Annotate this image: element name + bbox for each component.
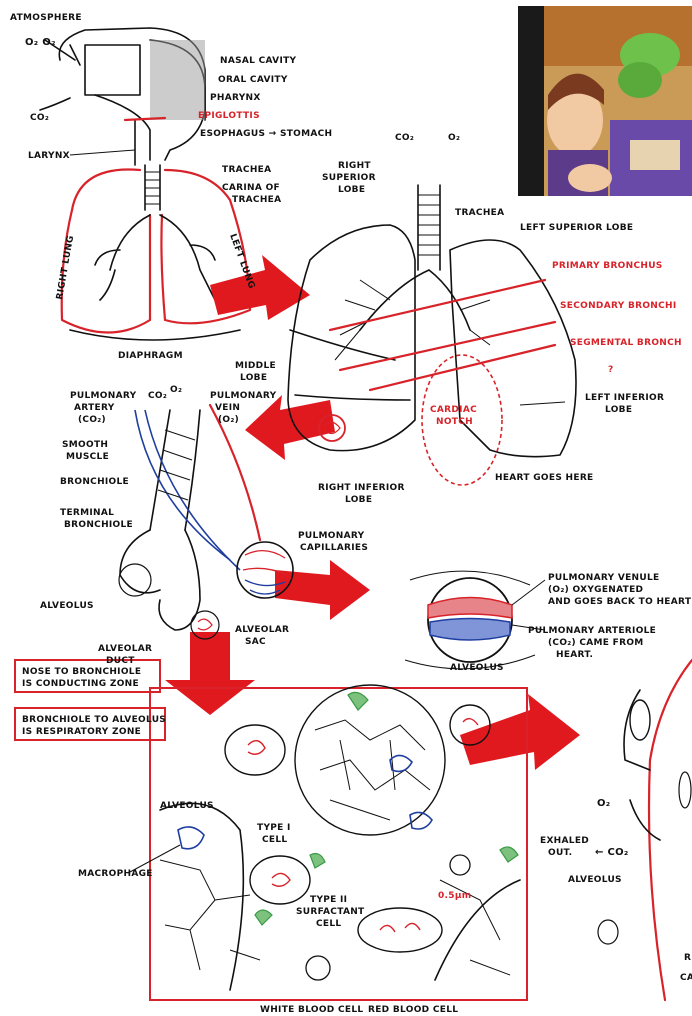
label-left-inferior-1: LEFT INFERIOR [585, 393, 664, 403]
label-right-lung: RIGHT LUNG [55, 235, 76, 301]
gas-exchange-sketch [598, 660, 692, 1000]
label-middle-lobe-1: MIDDLE [235, 361, 276, 371]
label-esophagus: ESOPHAGUS → STOMACH [200, 129, 332, 139]
label-venule-1: PULMONARY VENULE [548, 573, 659, 583]
cartoon-thumbnail [518, 6, 692, 196]
label-co2-exhale: CO₂ [30, 113, 49, 123]
arrow-to-micro [165, 632, 255, 715]
label-pv-3: (O₂) [218, 415, 239, 425]
label-smooth-1: SMOOTH [62, 440, 108, 450]
label-zone-2a: BRONCHIOLE TO ALVEOLUS [22, 715, 166, 725]
label-alveolus-exchange: ALVEOLUS [568, 875, 622, 885]
label-lungs-o2: O₂ [448, 133, 460, 143]
arrow-to-lungs [210, 255, 310, 320]
label-right-superior-1: RIGHT [338, 161, 371, 171]
label-nasal-cavity: NASAL CAVITY [220, 56, 297, 66]
label-smooth-2: MUSCLE [66, 452, 109, 462]
label-venule-2: (O₂) OXYGENATED [548, 585, 643, 595]
label-middle-lobe-2: LOBE [240, 373, 267, 383]
label-bronchiole: BRONCHIOLE [60, 477, 129, 487]
label-carina-1: CARINA OF [222, 183, 280, 193]
label-type2-c: CELL [316, 919, 341, 929]
label-exchange-ca: CA [680, 973, 692, 983]
label-question: ? [608, 365, 614, 375]
label-pharynx: PHARYNX [210, 93, 261, 103]
label-alveolus-cap: ALVEOLUS [450, 663, 504, 673]
label-epiglottis: EPIGLOTTIS [198, 111, 260, 121]
label-sac-2: SAC [245, 637, 266, 647]
label-zone-2b: IS RESPIRATORY ZONE [22, 727, 141, 737]
label-secondary-bronchi: SECONDARY BRONCHI [560, 301, 677, 311]
label-primary-bronchus: PRIMARY BRONCHUS [552, 261, 663, 271]
label-pa-2: ARTERY [74, 403, 115, 413]
label-left-inferior-2: LOBE [605, 405, 632, 415]
label-bronch-co2: CO₂ [148, 391, 167, 401]
label-left-superior: LEFT SUPERIOR LOBE [520, 223, 633, 233]
label-type1-b: CELL [262, 835, 287, 845]
label-right-superior-2: SUPERIOR [322, 173, 376, 183]
label-lungs-co2: CO₂ [395, 133, 414, 143]
arrow-to-exchange [460, 694, 580, 770]
label-venule-3: AND GOES BACK TO HEART [548, 597, 692, 607]
label-diaphragm: DIAPHRAGM [118, 351, 183, 361]
label-wbc: WHITE BLOOD CELL [260, 1005, 363, 1015]
label-pv-1: PULMONARY [210, 391, 277, 401]
label-terminal-2: BRONCHIOLE [64, 520, 133, 530]
label-zone-1a: NOSE TO BRONCHIOLE [22, 667, 141, 677]
label-larynx: LARYNX [28, 151, 70, 161]
label-arteriole-1: PULMONARY ARTERIOLE [528, 626, 656, 636]
label-arteriole-3: HEART. [556, 650, 593, 660]
label-bronch-o2: O₂ [170, 385, 182, 395]
label-type2-b: SURFACTANT [296, 907, 365, 917]
label-capillaries-1: PULMONARY [298, 531, 365, 541]
label-exchange-co2: ← CO₂ [595, 847, 629, 858]
upper-airway-sketch [59, 28, 205, 165]
label-atmosphere: ATMOSPHERE [10, 13, 82, 23]
upper-lungs-sketch [62, 170, 250, 341]
label-right-superior-3: LOBE [338, 185, 365, 195]
label-exhaled-2: OUT. [548, 848, 572, 858]
label-oral-cavity: ORAL CAVITY [218, 75, 288, 85]
label-pv-2: VEIN [215, 403, 240, 413]
label-right-inferior-1: RIGHT INFERIOR [318, 483, 405, 493]
label-zone-1b: IS CONDUCTING ZONE [22, 679, 139, 689]
label-terminal-1: TERMINAL [60, 508, 114, 518]
label-exchange-o2: O₂ [597, 798, 610, 809]
capillary-closeup [405, 571, 545, 669]
arrow-to-capillary [275, 560, 370, 620]
arrow-to-bronchiole [245, 395, 335, 460]
label-pa-3: (CO₂) [78, 415, 106, 425]
label-type2-a: TYPE II [310, 895, 347, 905]
label-segmental-bronch: SEGMENTAL BRONCH [570, 338, 682, 348]
label-exhaled-1: EXHALED [540, 836, 589, 846]
label-scale: 0.5μm [438, 891, 471, 901]
label-duct-2: DUCT [106, 656, 135, 666]
label-macrophage: MACROPHAGE [78, 869, 153, 879]
label-type1-a: TYPE I [257, 823, 291, 833]
label-duct-1: ALVEOLAR [98, 644, 152, 654]
label-capillaries-2: CAPILLARIES [300, 543, 368, 553]
label-pa-1: PULMONARY [70, 391, 137, 401]
label-o2-inhale: O₂ O₂ [25, 37, 56, 48]
label-right-inferior-2: LOBE [345, 495, 372, 505]
label-lungs-trachea: TRACHEA [455, 208, 504, 218]
label-trachea-upper: TRACHEA [222, 165, 271, 175]
trachea-sketch [145, 165, 160, 210]
label-alveolus-micro: ALVEOLUS [160, 801, 214, 811]
label-rbc: RED BLOOD CELL [368, 1005, 458, 1015]
label-heart-goes-here: HEART GOES HERE [495, 473, 594, 483]
label-arteriole-2: (CO₂) CAME FROM [548, 638, 644, 648]
label-exchange-r: R [684, 953, 691, 963]
label-sac-1: ALVEOLAR [235, 625, 289, 635]
label-carina-2: TRACHEA [232, 195, 281, 205]
label-cardiac-2: NOTCH [436, 417, 473, 427]
label-cardiac-1: CARDIAC [430, 405, 477, 415]
label-alveolus-bronch: ALVEOLUS [40, 601, 94, 611]
